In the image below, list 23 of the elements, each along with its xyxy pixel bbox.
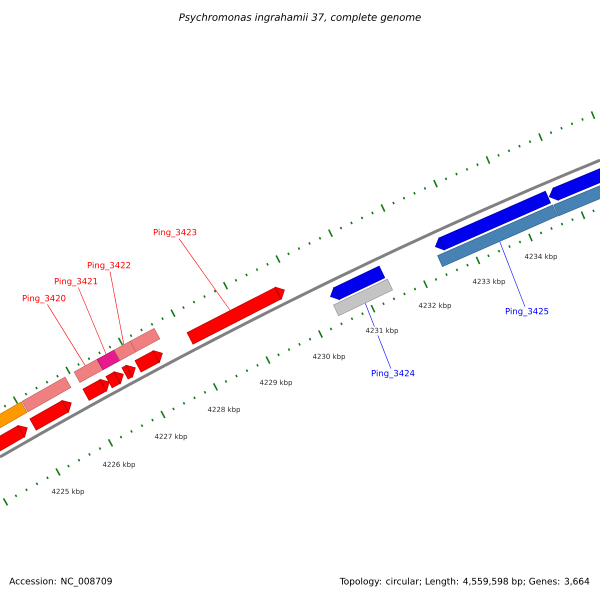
gene-label: Ping_3422	[88, 262, 130, 270]
leader-line	[78, 287, 106, 354]
accession-text: Accession: NC_008709	[9, 578, 112, 586]
gene-feature	[333, 278, 393, 316]
gene-label: Ping_3423	[154, 228, 196, 238]
gene-label: Ping_3420	[22, 294, 66, 304]
genome-info-text: Topology: circular; Length: 4,559,598 bp; Genes: 3,664	[340, 578, 590, 586]
leader-line	[110, 271, 124, 345]
leader-line	[47, 304, 86, 366]
title: Psychromonas ingrahamii 37, complete genome	[179, 13, 421, 23]
gene-label: Ping_3424	[372, 370, 414, 378]
gene-feature	[96, 350, 120, 370]
gene-label: Ping_3425	[506, 308, 548, 316]
leader-line	[365, 303, 392, 369]
gene-feature	[22, 376, 72, 412]
gene-feature	[186, 286, 285, 345]
gene-feature	[134, 350, 163, 372]
gene-feature	[437, 204, 558, 267]
gene-feature	[122, 364, 136, 380]
gene-label: Ping_3421	[54, 278, 98, 286]
gene-feature	[105, 371, 124, 388]
leader-line	[178, 238, 230, 311]
leader-line	[499, 241, 526, 307]
